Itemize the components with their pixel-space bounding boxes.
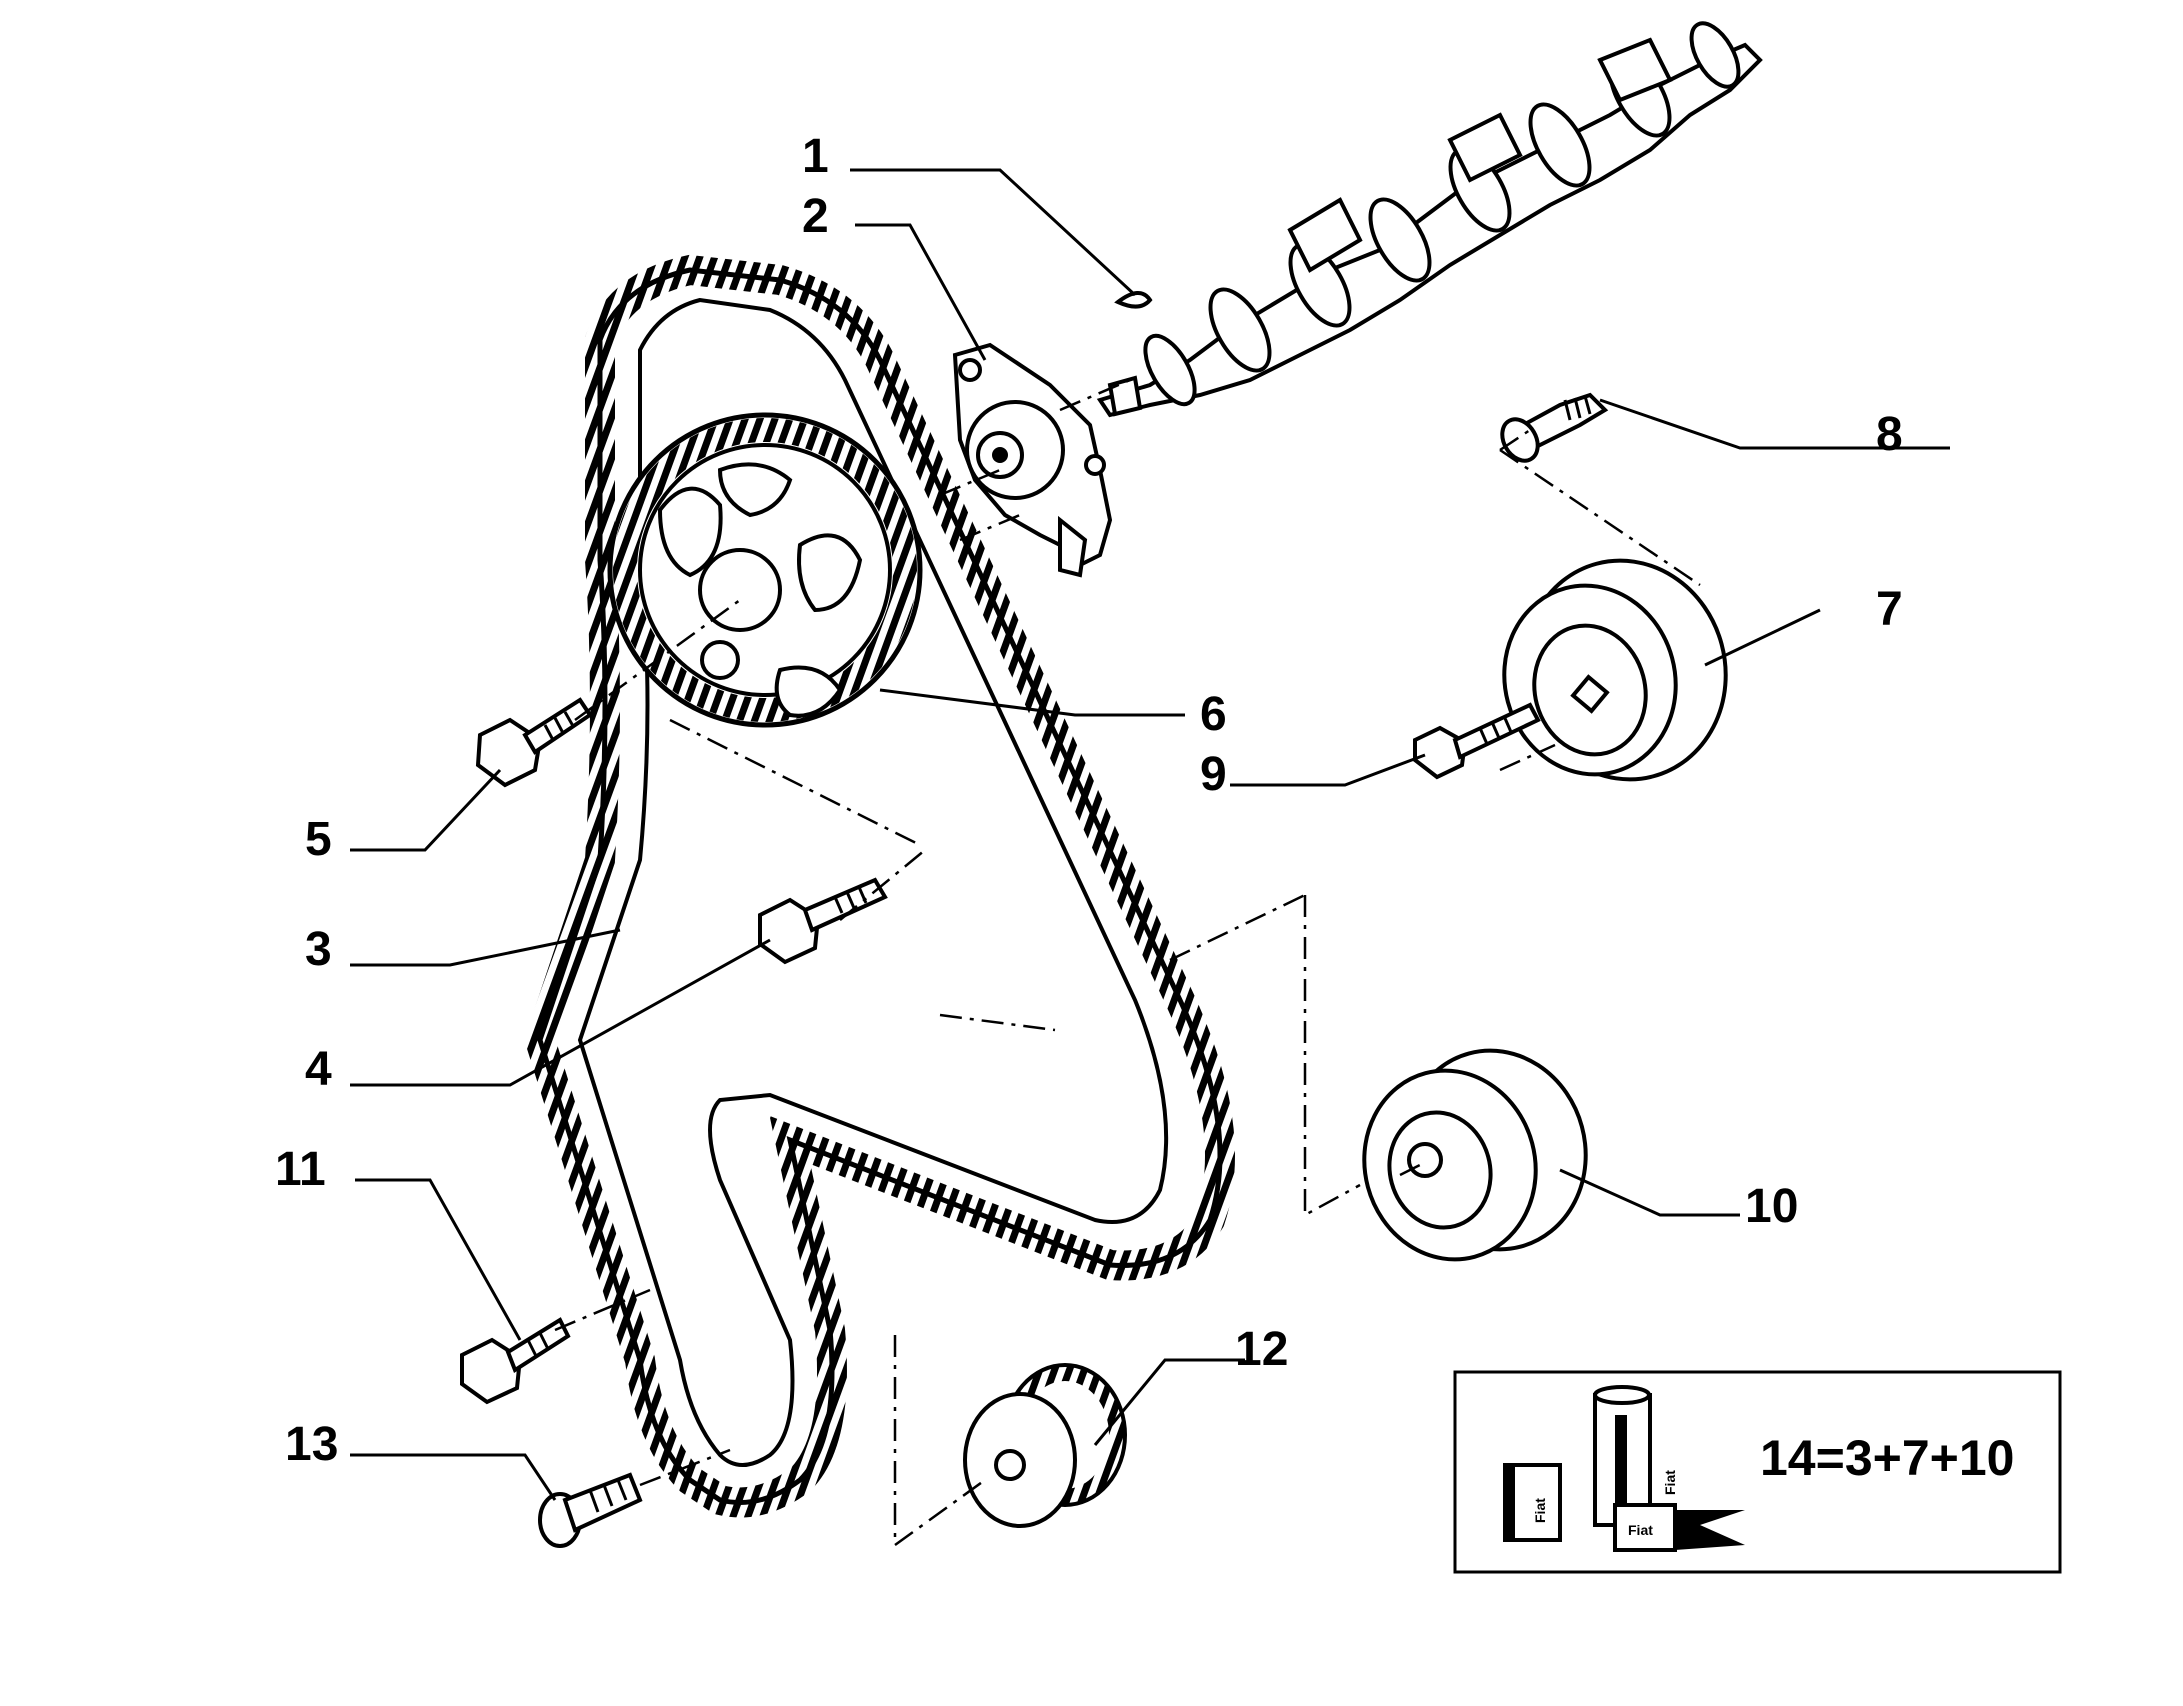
callout-2: 2 [802,190,829,243]
idler-pulley [1362,1048,1588,1262]
callout-11: 11 [275,1143,326,1196]
camshaft-pulley [607,412,923,728]
bolt-5 [475,697,593,788]
bolt-13 [538,1472,643,1548]
bolt-11 [460,1317,571,1405]
kit-package-label: Fiat [1628,1522,1653,1538]
callout-4: 4 [305,1043,332,1096]
camshaft [1096,21,1763,418]
bolt-9 [1413,702,1541,780]
woodruff-key [1114,291,1153,309]
callout-3: 3 [305,923,332,976]
kit-formula: 14=3+7+10 [1760,1430,2014,1486]
kit-package-label: Fiat [1662,1470,1678,1495]
callout-7: 7 [1876,583,1903,636]
callout-13: 13 [285,1418,338,1471]
callout-1: 1 [802,130,829,183]
kit-package-label: Fiat [1532,1498,1548,1523]
callout-8: 8 [1876,408,1903,461]
callout-5: 5 [305,813,332,866]
kit-packages-icon: Fiat Fiat Fiat [1503,1385,1745,1552]
callout-12: 12 [1235,1323,1288,1376]
stud-sensor [1500,392,1609,463]
bolt-4 [758,877,888,965]
kit-box: Fiat Fiat Fiat 14=3+7+10 [1453,1370,2062,1574]
callout-10: 10 [1745,1180,1798,1233]
crankshaft-gear [963,1363,1127,1528]
callout-6: 6 [1200,688,1227,741]
callout-9: 9 [1200,748,1227,801]
tensioner-pulley [1502,558,1728,782]
